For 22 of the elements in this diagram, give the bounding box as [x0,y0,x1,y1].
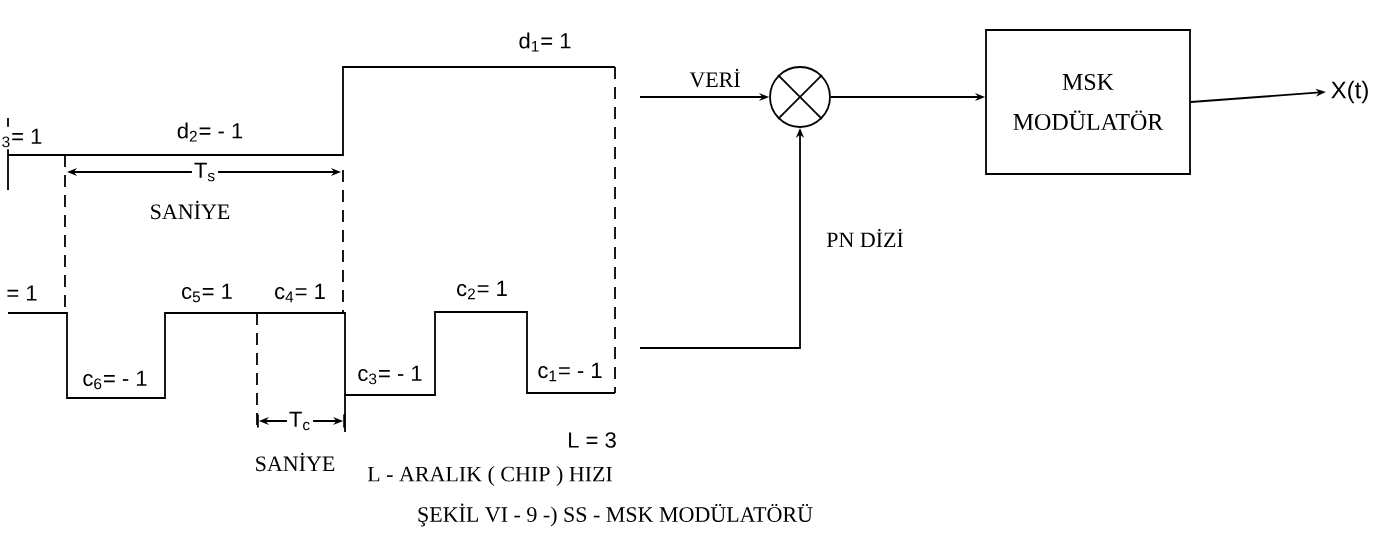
value-label: c$_{5}$= 1 [179,281,235,305]
value-label: = 1 [4,283,40,303]
unit-label: SANİYE [147,198,233,222]
output-label: X(t) [1331,80,1368,104]
edge-label: VERİ [687,66,743,90]
value-label: c$_{2}$= 1 [454,278,510,302]
value-label: c$_{4}$= 1 [272,281,328,305]
dimension-label: T$_{c}$ [286,409,314,433]
value-label: c$_{3}$= - 1 [355,363,425,387]
unit-label: SANİYE [252,450,338,474]
axis-title: L - ARALIK ( CHIP ) HIZI [365,464,615,488]
value-label: $_{3}$= 1 [0,126,45,150]
dimension-label: T$_{s}$ [191,160,219,184]
value-label: c$_{1}$= - 1 [535,360,605,384]
modulator-box: MSK MODÜLATÖR [985,29,1191,175]
value-label: d$_{2}$= - 1 [174,120,246,144]
value-label: d$_{1}$= 1 [516,30,574,54]
caption: ŞEKİL VI - 9 -) SS - MSK MODÜLATÖRÜ [418,503,813,527]
edge-label: PN DİZİ [824,226,906,250]
value-label: L = 3 [565,430,619,450]
value-label: c$_{6}$= - 1 [80,368,150,392]
multiplier-circle [769,66,831,128]
